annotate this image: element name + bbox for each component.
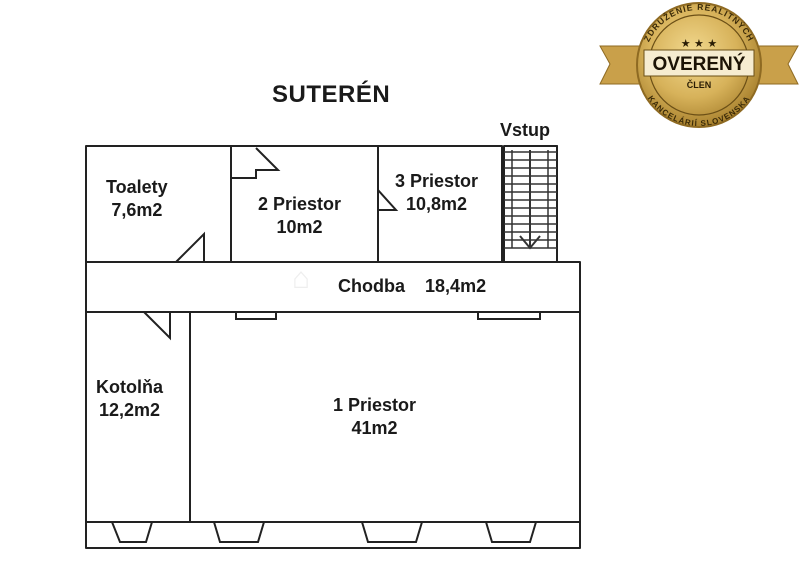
- badge-main-text: OVERENÝ: [653, 53, 746, 75]
- door-swings: [143, 147, 399, 341]
- door-toalety: [175, 231, 205, 263]
- room-name: Chodba: [338, 276, 405, 296]
- door-priestor3: [377, 189, 399, 211]
- room-priestor3: 3 Priestor 10,8m2: [395, 170, 478, 215]
- room-area: 12,2m2: [98, 399, 161, 420]
- door-kotolna: [143, 311, 171, 341]
- plan-title: SUTERÉN: [272, 81, 391, 108]
- room-priestor2: 2 Priestor 10m2: [258, 193, 341, 238]
- outer-wall-bottom: [85, 311, 581, 549]
- badge-sub-text: ČLEN: [687, 79, 712, 90]
- door-priestor2: [231, 147, 281, 179]
- outer-wall-top: [85, 145, 558, 263]
- room-name: 2 Priestor: [258, 194, 342, 214]
- room-name: 1 Priestor: [333, 395, 417, 415]
- verified-member-badge: ZDRUŽENIE REALITNÝCH KANCELÁRIÍ SLOVENSK…: [599, 2, 799, 128]
- window-corridor-1: [235, 311, 277, 320]
- room-priestor1: 1 Priestor 41m2: [333, 394, 416, 439]
- stair-treads: [504, 150, 557, 250]
- watermark: ⌂: [292, 262, 348, 295]
- room-name: Toalety: [106, 177, 168, 197]
- room-area: 10,8m2: [405, 193, 468, 214]
- badge-stars: ★ ★ ★: [681, 37, 718, 50]
- room-kotolna: Kotolňa 12,2m2: [96, 376, 163, 421]
- room-area: 18,4m2: [425, 276, 487, 296]
- window-bottom-2: [212, 521, 266, 543]
- windows: [110, 311, 541, 543]
- window-bottom-3: [360, 521, 424, 543]
- room-area: 7,6m2: [111, 199, 163, 220]
- room-area: 41m2: [351, 417, 398, 438]
- room-toalety: Toalety 7,6m2: [106, 176, 168, 221]
- entrance-label: Vstup: [500, 120, 551, 140]
- room-name: 3 Priestor: [395, 171, 479, 191]
- room-area: 10m2: [276, 216, 323, 237]
- window-bottom-4: [484, 521, 538, 543]
- window-bottom-1: [110, 521, 154, 543]
- window-corridor-2: [477, 311, 541, 320]
- room-name: Kotolňa: [96, 377, 163, 397]
- room-chodba: Chodba 18,4m2: [338, 275, 486, 298]
